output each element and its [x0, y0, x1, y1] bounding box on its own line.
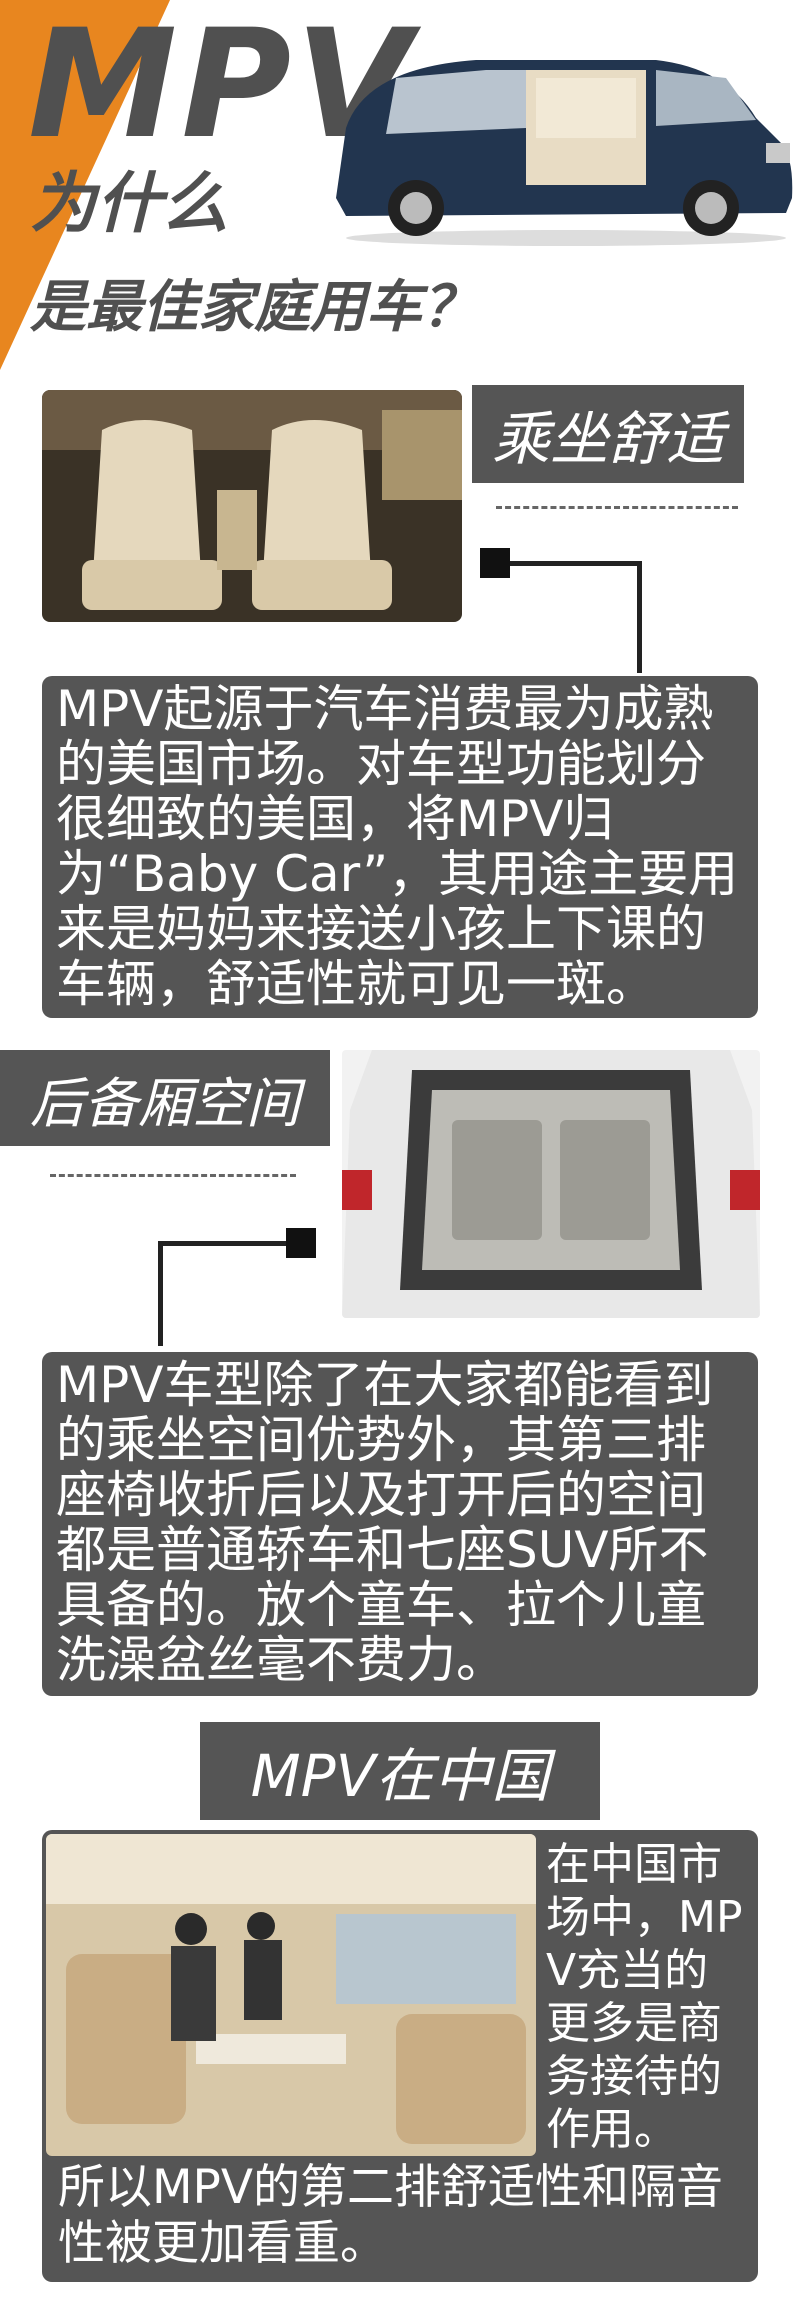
seat-interior-photo [42, 390, 462, 622]
comfort-text-box: MPV起源于汽车消费最为成熟的美国市场。对车型功能划分很细致的美国，将MPV归为… [42, 676, 758, 1018]
section-heading-china: MPV在中国 [200, 1722, 600, 1820]
orange-accent-triangle [0, 0, 170, 370]
connector-square [286, 1228, 316, 1258]
china-side-text: 在中国市场中，MPV充当的更多是商务接待的作用。 [546, 1839, 743, 2155]
business-interior-photo [46, 1834, 536, 2156]
connector-square [480, 548, 510, 578]
trunk-text-box: MPV车型除了在大家都能看到的乘坐空间优势外，其第三排座椅收折后以及打开后的空间… [42, 1352, 758, 1696]
connector-line-v [158, 1241, 163, 1346]
connector-line-h [158, 1241, 286, 1246]
dashed-divider [50, 1174, 296, 1177]
section-heading-trunk: 后备厢空间 [0, 1050, 330, 1146]
dashed-divider [496, 506, 738, 509]
section-heading-comfort: 乘坐舒适 [472, 385, 744, 483]
mpv-exterior-photo [326, 48, 796, 248]
china-bottom-text: 所以MPV的第二排舒适性和隔音性被更加看重。 [58, 2160, 724, 2271]
title-best-family-car: 是最佳家庭用车？ [30, 275, 478, 340]
trunk-space-photo [342, 1050, 760, 1318]
title-why: 为什么 [30, 165, 228, 242]
connector-line-h [510, 561, 642, 566]
connector-line-v [637, 561, 642, 673]
